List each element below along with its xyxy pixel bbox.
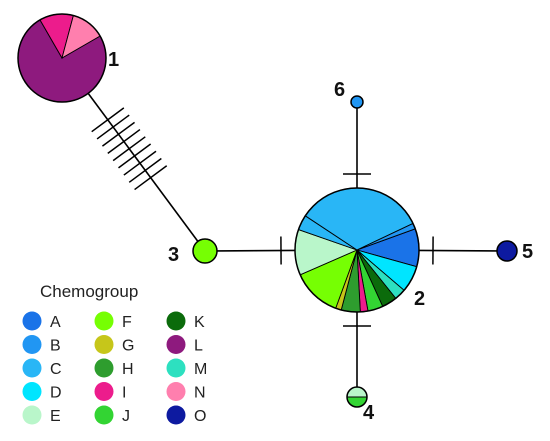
legend-title: Chemogroup — [40, 282, 138, 301]
mutation-mark — [96, 114, 130, 140]
legend-label: J — [122, 408, 130, 425]
mutation-mark — [134, 165, 168, 191]
legend-swatch — [166, 358, 186, 378]
legend-swatch — [22, 405, 42, 425]
node-label-2: 2 — [414, 288, 425, 310]
legend-label: F — [122, 314, 132, 331]
haplotype-node-3 — [192, 238, 218, 264]
legend-swatch — [22, 311, 42, 331]
legend-label: D — [50, 385, 62, 402]
node-labels: 1 2 3 4 5 6 — [108, 49, 533, 424]
node-outline — [192, 238, 218, 264]
legend-swatch — [166, 335, 186, 354]
node-outline — [496, 240, 518, 262]
legend-label: B — [50, 338, 61, 355]
legend-swatch — [166, 382, 186, 401]
legend-label: H — [122, 361, 134, 378]
legend-item-E: E — [22, 405, 61, 425]
mutation-mark — [101, 121, 136, 147]
node-outline — [294, 187, 420, 313]
legend-label: E — [50, 408, 61, 425]
node-label-5: 5 — [522, 241, 533, 263]
edge-2-6 — [343, 108, 371, 188]
legend-item-K: K — [166, 311, 205, 331]
node-label-6: 6 — [334, 79, 345, 101]
node-outline — [346, 386, 368, 408]
edge-line — [216, 249, 296, 252]
edge-2-5 — [418, 236, 498, 265]
legend-swatch — [94, 311, 114, 331]
legend-label: N — [194, 385, 206, 402]
network-nodes — [17, 13, 518, 408]
legend-swatch — [22, 335, 42, 354]
legend-label: A — [50, 314, 61, 331]
legend-label: G — [122, 338, 134, 355]
mutation-mark — [123, 150, 157, 176]
legend-item-J: J — [94, 405, 130, 425]
legend-item-N: N — [166, 382, 206, 402]
legend-swatch — [166, 311, 186, 331]
edge-2-4 — [343, 312, 371, 387]
edge-line — [418, 249, 498, 252]
node-label-3: 3 — [168, 244, 179, 266]
legend-swatch — [22, 358, 42, 378]
node-label-1: 1 — [108, 49, 119, 71]
legend-item-F: F — [94, 311, 132, 331]
slice-E — [346, 386, 368, 398]
legend-item-A: A — [22, 311, 61, 331]
legend-swatch — [94, 335, 114, 354]
legend-item-D: D — [22, 382, 62, 402]
legend-item-C: C — [22, 358, 62, 378]
legend-label: L — [194, 338, 203, 355]
legend-label: M — [194, 361, 207, 378]
node-outline — [17, 13, 107, 103]
haplotype-node-2 — [294, 187, 420, 313]
legend-label: C — [50, 361, 62, 378]
legend-item-L: L — [166, 335, 203, 355]
edge-3-2 — [216, 236, 296, 265]
mutation-mark — [112, 136, 146, 162]
haplotype-node-1 — [17, 13, 107, 103]
haplotype-node-5 — [496, 240, 518, 262]
edge-line — [87, 92, 199, 242]
legend-item-I: I — [94, 382, 126, 402]
legend-item-O: O — [166, 405, 206, 425]
node-label-4: 4 — [363, 402, 375, 424]
node-outline — [350, 95, 364, 109]
mutation-mark — [118, 143, 152, 169]
mutation-mark — [91, 107, 125, 133]
legend-label: O — [194, 408, 206, 425]
legend-swatch — [94, 405, 114, 425]
legend-label: I — [122, 385, 126, 402]
legend-item-M: M — [166, 358, 207, 378]
mutation-mark — [128, 157, 162, 183]
network-edges — [87, 92, 498, 387]
edge-1-3 — [87, 92, 199, 242]
legend-swatch — [94, 382, 114, 401]
legend-swatch — [94, 358, 114, 378]
legend-swatch — [22, 382, 42, 401]
legend-swatch — [166, 405, 186, 425]
haplotype-node-6 — [350, 95, 364, 109]
legend-label: K — [194, 314, 205, 331]
haplotype-node-4 — [346, 386, 368, 408]
mutation-mark — [107, 128, 141, 154]
legend-item-B: B — [22, 335, 61, 355]
legend-item-G: G — [94, 335, 134, 355]
legend-item-H: H — [94, 358, 134, 378]
